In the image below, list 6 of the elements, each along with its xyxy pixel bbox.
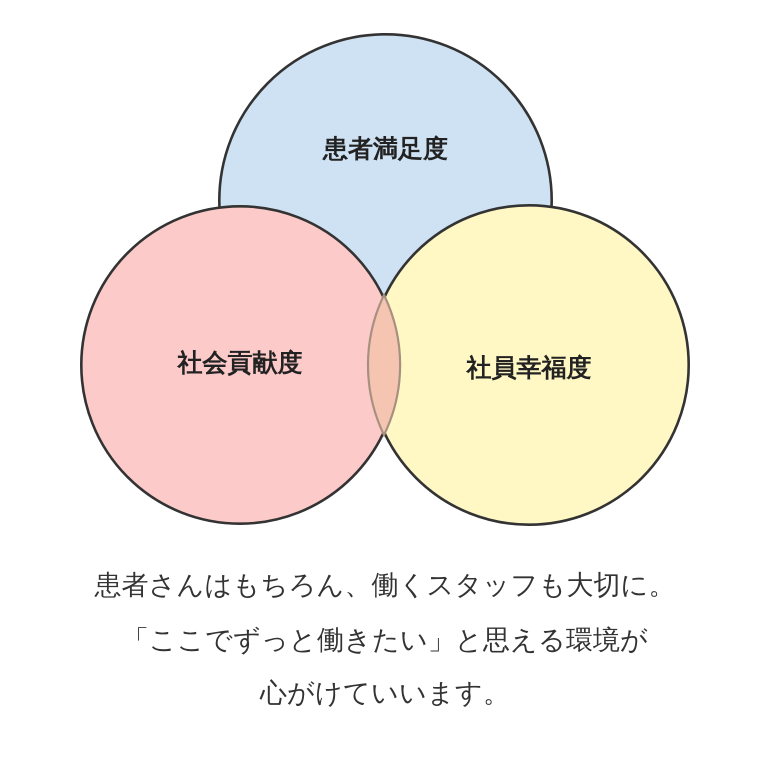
circle-label: 社会貢献度 xyxy=(178,348,302,377)
caption-line: 心がけていいます。 xyxy=(260,678,510,709)
caption-line: 患者さんはもちろん、働くスタッフも大切に。 xyxy=(94,570,676,601)
caption-line: 「ここでずっと働きたい」と思える環境が xyxy=(122,625,648,656)
circle-label: 患者満足度 xyxy=(323,134,448,163)
circle-label: 社員幸福度 xyxy=(466,353,592,382)
